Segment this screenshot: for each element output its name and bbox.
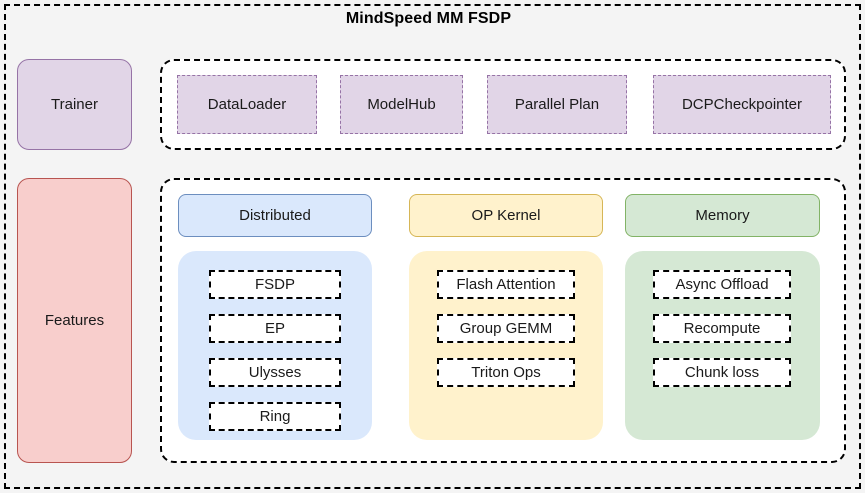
component-dcpcheckpointer[interactable]: DCPCheckpointer [653, 75, 831, 134]
features-label-text: Features [44, 312, 105, 329]
component-parallel-plan[interactable]: Parallel Plan [487, 75, 627, 134]
pillar-header-op-kernel-label: OP Kernel [471, 207, 541, 224]
component-dataloader-label: DataLoader [207, 96, 287, 113]
feature-item-triton-ops-label: Triton Ops [471, 364, 541, 381]
feature-item-fsdp-label: FSDP [254, 276, 295, 293]
diagram-title: MindSpeed MM FSDP [345, 10, 512, 27]
pillar-header-distributed[interactable]: Distributed [178, 194, 372, 237]
pillar-body-op-kernel: Flash Attention Group GEMM Triton Ops [409, 251, 603, 440]
feature-item-triton-ops[interactable]: Triton Ops [437, 358, 575, 387]
component-dataloader[interactable]: DataLoader [177, 75, 317, 134]
pillar-header-memory[interactable]: Memory [625, 194, 820, 237]
feature-item-group-gemm-label: Group GEMM [459, 320, 553, 337]
feature-item-recompute-label: Recompute [683, 320, 761, 337]
pillar-body-memory: Async Offload Recompute Chunk loss [625, 251, 820, 440]
feature-item-ulysses[interactable]: Ulysses [209, 358, 341, 387]
feature-item-flash-attention-label: Flash Attention [456, 276, 556, 293]
feature-item-chunk-loss-label: Chunk loss [684, 364, 760, 381]
pillar-header-op-kernel[interactable]: OP Kernel [409, 194, 603, 237]
feature-item-ulysses-label: Ulysses [248, 364, 302, 381]
feature-item-ep[interactable]: EP [209, 314, 341, 343]
component-modelhub-label: ModelHub [367, 96, 436, 113]
component-modelhub[interactable]: ModelHub [340, 75, 463, 134]
feature-item-ring-label: Ring [259, 408, 291, 425]
feature-item-recompute[interactable]: Recompute [653, 314, 791, 343]
feature-item-async-offload[interactable]: Async Offload [653, 270, 791, 299]
pillar-body-distributed: FSDP EP Ulysses Ring [178, 251, 372, 440]
feature-item-flash-attention[interactable]: Flash Attention [437, 270, 575, 299]
trainer-label-text: Trainer [51, 96, 98, 113]
component-parallel-plan-label: Parallel Plan [514, 96, 600, 113]
feature-item-ep-label: EP [264, 320, 285, 337]
pillar-header-distributed-label: Distributed [239, 207, 311, 224]
features-label-box: Features [17, 178, 132, 463]
feature-item-async-offload-label: Async Offload [675, 276, 769, 293]
feature-item-group-gemm[interactable]: Group GEMM [437, 314, 575, 343]
trainer-label-box: Trainer [17, 59, 132, 150]
feature-item-chunk-loss[interactable]: Chunk loss [653, 358, 791, 387]
component-dcpcheckpointer-label: DCPCheckpointer [681, 96, 803, 113]
feature-item-fsdp[interactable]: FSDP [209, 270, 341, 299]
feature-item-ring[interactable]: Ring [209, 402, 341, 431]
pillar-header-memory-label: Memory [695, 207, 750, 224]
